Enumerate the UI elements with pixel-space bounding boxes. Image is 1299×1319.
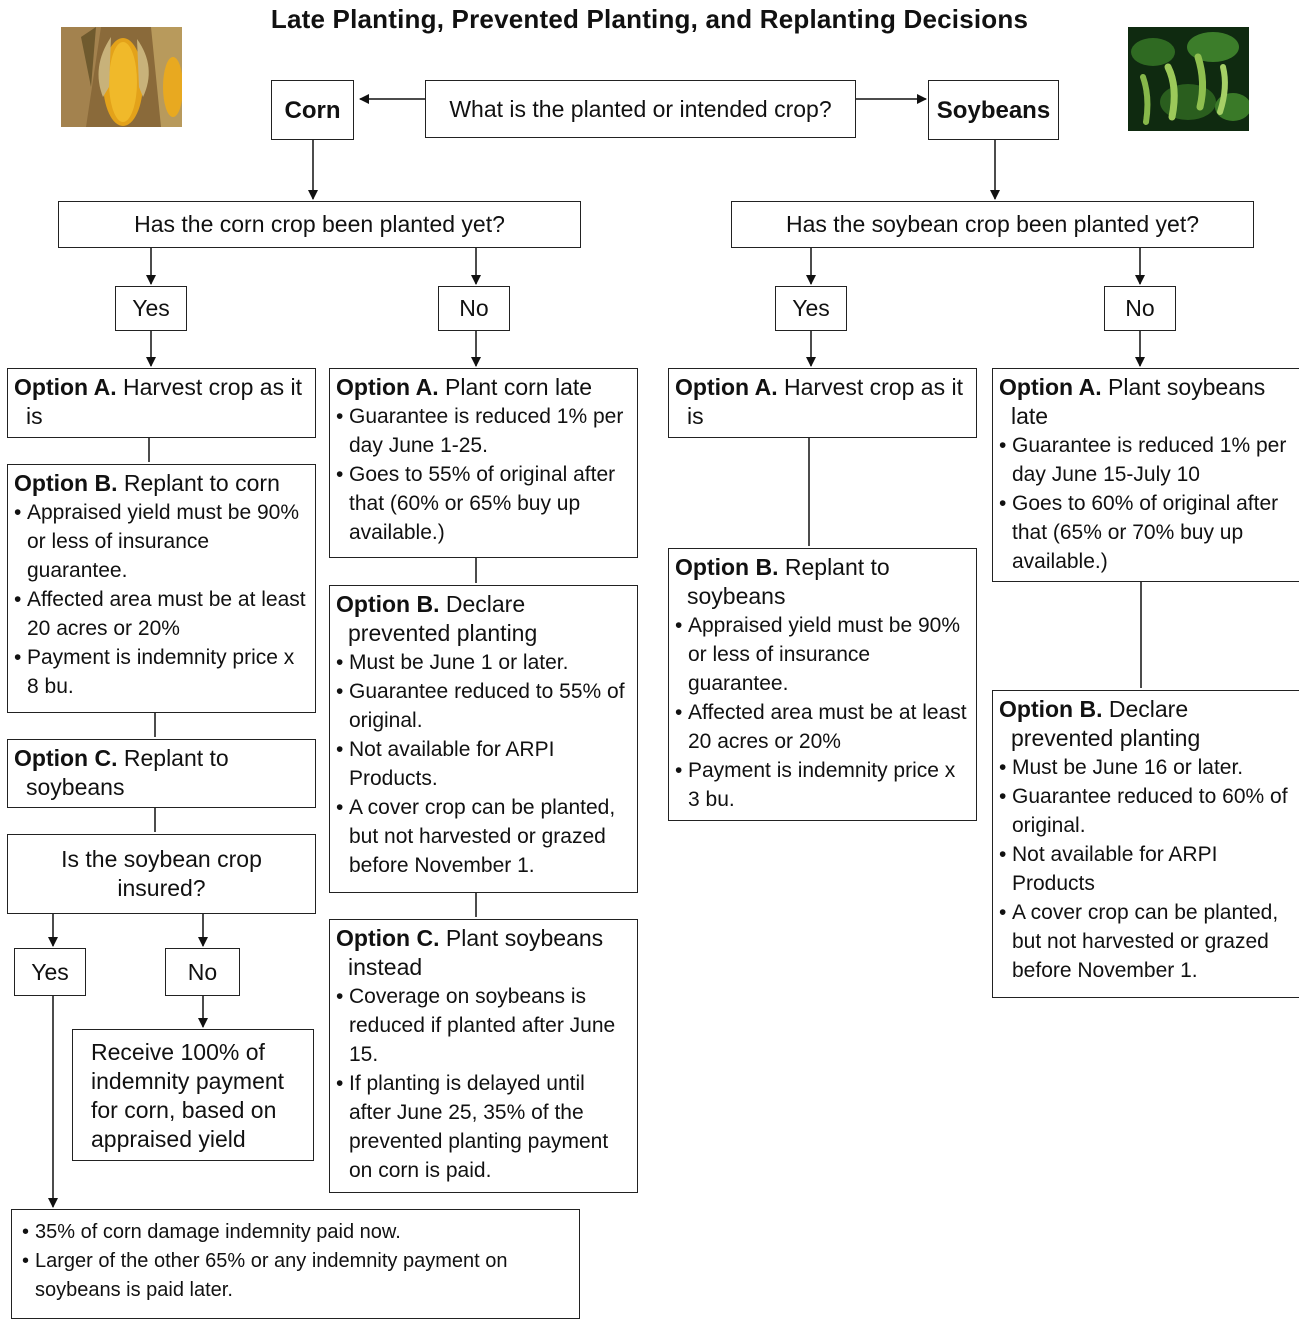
soy-no-option-b: Option B. Declare prevented planting Mus… bbox=[992, 690, 1299, 998]
soy-no-option-a: Option A. Plant soybeans late Guarantee … bbox=[992, 368, 1299, 582]
soy-yes-option-a: Option A. Harvest crop as it is bbox=[668, 368, 977, 438]
corn-yes-option-c: Option C. Replant to soybeans bbox=[7, 739, 316, 808]
soy-yes-option-b: Option B. Replant to soybeans Appraised … bbox=[668, 548, 977, 821]
receive-indemnity-box: Receive 100% of indemnity payment for co… bbox=[72, 1029, 314, 1161]
bullet: A cover crop can be planted, but not har… bbox=[336, 793, 631, 880]
bullet: Coverage on soybeans is reduced if plant… bbox=[336, 982, 631, 1069]
option-text: Replant to soybeans bbox=[26, 745, 229, 800]
bullet: Not available for ARPI Products bbox=[999, 840, 1295, 898]
bullet: 35% of corn damage indemnity paid now. bbox=[22, 1218, 569, 1247]
bullet: Payment is indemnity price x 8 bu. bbox=[14, 643, 309, 701]
bullet: If planting is delayed until after June … bbox=[336, 1069, 631, 1185]
corn-no-option-a: Option A. Plant corn late Guarantee is r… bbox=[329, 368, 638, 558]
option-tag: Option A. bbox=[999, 374, 1102, 400]
corn-no-box: No bbox=[438, 286, 510, 331]
soybeans-box: Soybeans bbox=[928, 80, 1059, 140]
option-tag: Option A. bbox=[14, 374, 117, 400]
option-text: Replant to soybeans bbox=[687, 554, 890, 609]
insured-no-box: No bbox=[165, 948, 240, 996]
bullet: Payment is indemnity price x 3 bu. bbox=[675, 756, 970, 814]
option-text: Harvest crop as it is bbox=[26, 374, 302, 429]
option-text: Declare prevented planting bbox=[1011, 696, 1201, 751]
corn-yes-option-b: Option B. Replant to corn Appraised yiel… bbox=[7, 464, 316, 713]
option-tag: Option C. bbox=[14, 745, 118, 771]
bullet: Guarantee reduced to 60% of original. bbox=[999, 782, 1295, 840]
bullet: A cover crop can be planted, but not har… bbox=[999, 898, 1295, 985]
soy-yes-box: Yes bbox=[775, 286, 847, 331]
corn-no-option-c: Option C. Plant soybeans instead Coverag… bbox=[329, 919, 638, 1193]
option-tag: Option A. bbox=[336, 374, 439, 400]
corn-planted-question: Has the corn crop been planted yet? bbox=[58, 201, 581, 248]
soy-no-box: No bbox=[1104, 286, 1176, 331]
corn-photo bbox=[61, 27, 182, 127]
option-text: Plant soybeans instead bbox=[348, 925, 604, 980]
corn-yes-box: Yes bbox=[115, 286, 187, 331]
bullet: Appraised yield must be 90% or less of i… bbox=[14, 498, 309, 585]
corn-yes-option-a: Option A. Harvest crop as it is bbox=[7, 368, 316, 438]
option-text: Harvest crop as it is bbox=[687, 374, 963, 429]
soybean-photo bbox=[1128, 27, 1249, 131]
bullet: Appraised yield must be 90% or less of i… bbox=[675, 611, 970, 698]
option-text: Replant to corn bbox=[117, 470, 280, 496]
option-tag: Option B. bbox=[675, 554, 779, 580]
bullet: Affected area must be at least 20 acres … bbox=[14, 585, 309, 643]
bullet: Must be June 1 or later. bbox=[336, 648, 631, 677]
corn-no-option-b: Option B. Declare prevented planting Mus… bbox=[329, 585, 638, 893]
option-text: Plant corn late bbox=[438, 374, 593, 400]
option-tag: Option B. bbox=[999, 696, 1103, 722]
bullet: Not available for ARPI Products. bbox=[336, 735, 631, 793]
bullet: Affected area must be at least 20 acres … bbox=[675, 698, 970, 756]
corn-box: Corn bbox=[271, 80, 354, 140]
insured-yes-box: Yes bbox=[14, 948, 86, 996]
option-tag: Option B. bbox=[14, 470, 118, 496]
soybean-insured-question: Is the soybean crop insured? bbox=[7, 834, 316, 914]
final-payment-box: 35% of corn damage indemnity paid now. L… bbox=[11, 1209, 580, 1319]
option-text: Plant soybeans late bbox=[1011, 374, 1266, 429]
bullet: Guarantee is reduced 1% per day June 1-2… bbox=[336, 402, 631, 460]
option-tag: Option A. bbox=[675, 374, 778, 400]
option-tag: Option C. bbox=[336, 925, 440, 951]
bullet: Must be June 16 or later. bbox=[999, 753, 1295, 782]
option-tag: Option B. bbox=[336, 591, 440, 617]
bullet: Guarantee is reduced 1% per day June 15-… bbox=[999, 431, 1295, 489]
bullet: Larger of the other 65% or any indemnity… bbox=[22, 1247, 569, 1305]
soybean-planted-question: Has the soybean crop been planted yet? bbox=[731, 201, 1254, 248]
option-text: Declare prevented planting bbox=[348, 591, 538, 646]
bullet: Goes to 55% of original after that (60% … bbox=[336, 460, 631, 547]
bullet: Guarantee reduced to 55% of original. bbox=[336, 677, 631, 735]
bullet: Goes to 60% of original after that (65% … bbox=[999, 489, 1295, 576]
diagram-title: Late Planting, Prevented Planting, and R… bbox=[270, 4, 1029, 34]
crop-question-box: What is the planted or intended crop? bbox=[425, 80, 856, 138]
